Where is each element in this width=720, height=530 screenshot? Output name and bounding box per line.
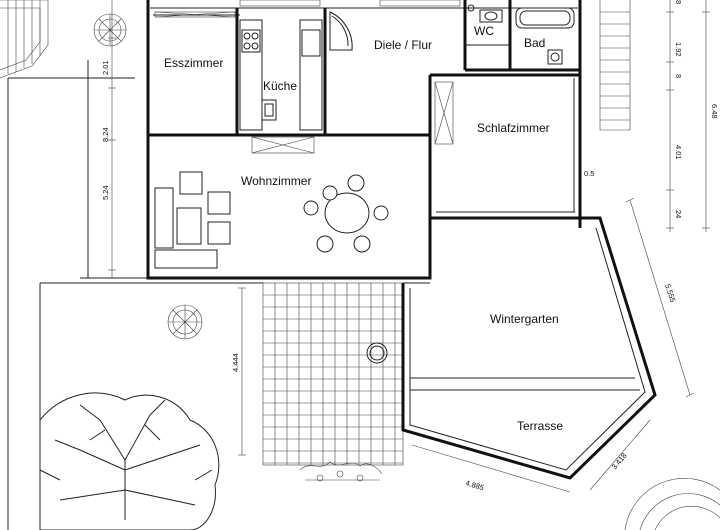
dim-right-1: 1.92: [674, 42, 683, 57]
planter-icon: [299, 461, 383, 482]
door-arc: [329, 11, 353, 51]
left-dimension-line: [108, 0, 116, 278]
corner-arcs: [624, 478, 720, 530]
diagonal-dimension: [411, 197, 695, 493]
dim-diag-1: 5.555: [663, 283, 677, 304]
dim-left-low: 5.24: [101, 185, 110, 200]
room-schlafzimmer: Schlafzimmer: [477, 121, 550, 135]
house-walls: [146, 0, 582, 280]
room-wintergarten: Wintergarten: [490, 312, 559, 326]
dim-bottom: 4.885: [464, 478, 485, 492]
dim-right-3: 6.48: [710, 104, 719, 119]
dim-left-top: 2.01: [101, 60, 110, 75]
dim-right-2: 8: [674, 74, 683, 78]
dim-right-5: 24: [674, 210, 683, 218]
bath-fixtures: [515, 7, 575, 65]
dim-left-yard: 4.444: [231, 353, 240, 372]
room-diele: Diele / Flur: [374, 38, 432, 52]
yard-dimension-line: [238, 287, 246, 456]
dim-left-mid: 8.24: [101, 127, 110, 142]
tiled-patio: [262, 282, 404, 466]
patio-well-icon: [366, 342, 388, 364]
wintergarten-outline: [401, 216, 657, 480]
room-bad: Bad: [524, 36, 545, 50]
room-esszimmer: Esszimmer: [164, 56, 223, 70]
dim-right-top: 8: [674, 0, 683, 4]
dim-small: 0.5: [584, 169, 594, 178]
window-marks: [154, 0, 461, 154]
shrub-icon: [167, 304, 203, 340]
living-furniture: [154, 171, 389, 269]
right-dimension-line: [666, 0, 710, 232]
room-kueche: Küche: [263, 79, 297, 93]
tree-top-icon: [93, 13, 127, 47]
dim-right-4: 4.01: [674, 145, 683, 160]
left-boundary-lines: [7, 60, 263, 530]
room-terrasse: Terrasse: [517, 419, 563, 433]
wc-fixtures: [467, 4, 503, 23]
room-wohnzimmer: Wohnzimmer: [241, 174, 311, 188]
right-stairs: [599, 0, 631, 131]
dim-diag-2: 3.418: [610, 451, 629, 471]
large-tree-icon: [39, 392, 220, 530]
left-stairs: [0, 0, 49, 79]
room-wc: WC: [474, 24, 494, 38]
patio-tiles: [263, 283, 403, 465]
kitchen-equipment: [239, 19, 323, 131]
